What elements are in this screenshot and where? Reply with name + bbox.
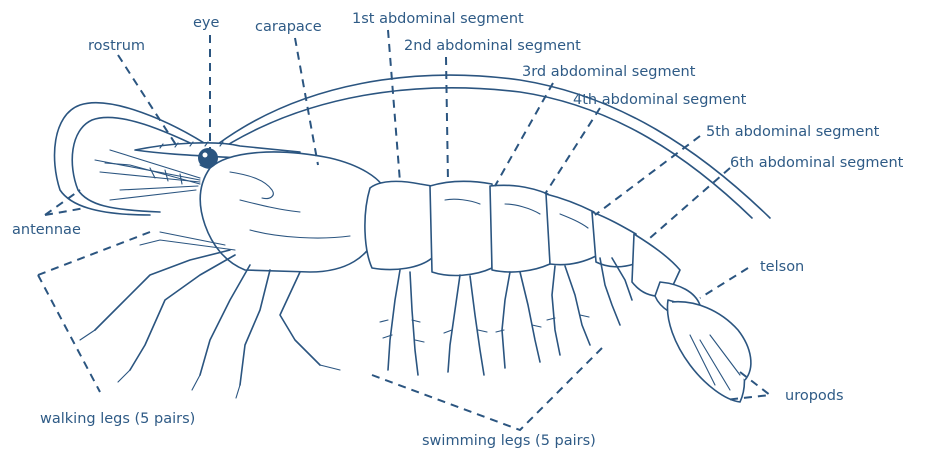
tail-fan: [655, 282, 751, 402]
telson-leader: [700, 268, 748, 298]
label-seg5: 5th abdominal segment: [706, 124, 880, 140]
label-seg2: 2nd abdominal segment: [404, 38, 581, 54]
label-uropods: uropods: [785, 388, 844, 404]
swimming-legs-leader: [372, 348, 602, 430]
label-telson: telson: [760, 259, 804, 275]
seg4-leader: [545, 108, 600, 194]
seg3-leader: [495, 83, 553, 186]
label-seg3: 3rd abdominal segment: [522, 64, 696, 80]
seg1-leader: [388, 30, 400, 182]
label-carapace: carapace: [255, 19, 322, 35]
label-walking-legs: walking legs (5 pairs): [40, 411, 195, 427]
label-antennae: antennae: [12, 222, 81, 238]
label-swimming-legs: swimming legs (5 pairs): [422, 433, 596, 449]
segment-4-shape: [546, 194, 596, 265]
seg6-leader: [650, 168, 730, 238]
antennules: [95, 150, 200, 200]
walking-legs-leader: [38, 232, 150, 392]
label-seg4: 4th abdominal segment: [573, 92, 747, 108]
label-seg1: 1st abdominal segment: [352, 11, 524, 27]
segment-5-shape: [592, 212, 636, 267]
segment-3-shape: [490, 185, 550, 272]
label-seg6: 6th abdominal segment: [730, 155, 904, 171]
seg5-leader: [595, 136, 700, 215]
segment-1-shape: [365, 181, 432, 269]
swimming-legs-shapes: [380, 258, 632, 375]
antennae-leader: [45, 190, 85, 215]
segment-2-shape: [430, 181, 492, 275]
carapace-shape: [200, 152, 385, 272]
label-eye: eye: [193, 15, 220, 31]
label-rostrum: rostrum: [88, 38, 145, 54]
